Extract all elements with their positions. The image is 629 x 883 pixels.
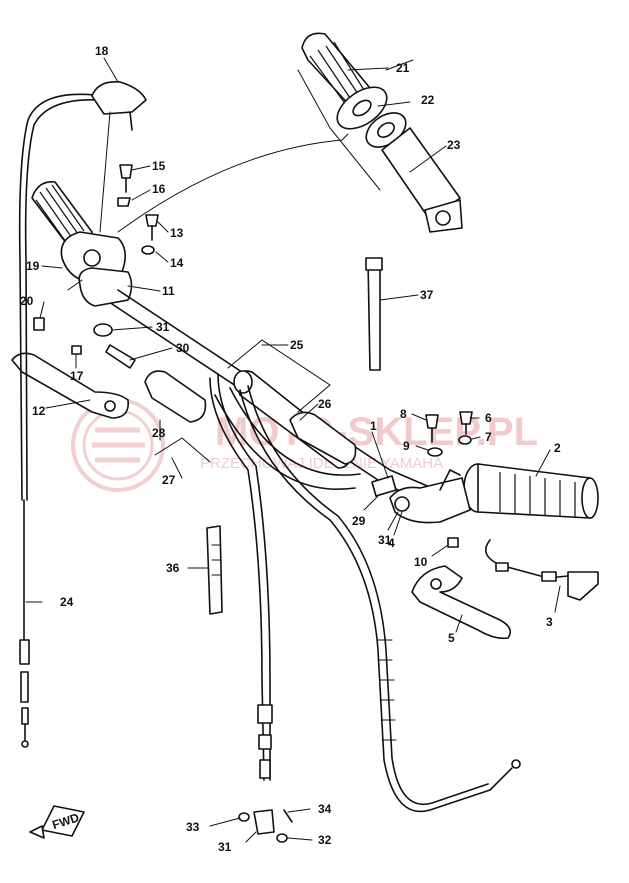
callout-11: 11 xyxy=(162,284,175,298)
callout-22: 22 xyxy=(421,93,435,107)
callout-14: 14 xyxy=(170,256,184,270)
callout-5: 5 xyxy=(448,631,455,645)
callouts: 18 21 22 23 15 16 13 14 19 11 20 31 30 1… xyxy=(20,44,561,854)
throttle-grip xyxy=(463,463,599,519)
clutch-lever xyxy=(11,352,129,419)
exploded-leader-line xyxy=(117,133,349,233)
exploded-throttle-tube xyxy=(381,127,463,233)
callout-25: 25 xyxy=(290,338,304,352)
left-grip xyxy=(31,181,93,249)
handlebar-pad xyxy=(144,370,357,469)
callout-32: 31 xyxy=(218,840,232,854)
cable-adjuster-29 xyxy=(371,475,397,497)
callout-18: 18 xyxy=(95,44,109,58)
callout-35: 34 xyxy=(318,802,332,816)
watermark-tagline: PRZECHOWAJ IDEALNIE YAMAHA xyxy=(200,455,443,472)
callout-36: 36 xyxy=(166,561,180,575)
clutch-cable xyxy=(18,93,99,748)
callout-26: 26 xyxy=(318,397,332,411)
callout-31-right: 31 xyxy=(378,533,392,547)
right-small-parts xyxy=(425,411,473,548)
exploded-throttle-grip xyxy=(301,32,371,109)
callout-3: 3 xyxy=(546,615,553,629)
leader-lines xyxy=(25,57,561,843)
callout-2: 2 xyxy=(554,441,561,455)
callout-7: 7 xyxy=(485,430,492,444)
front-brake-lever xyxy=(411,565,511,640)
callout-33: 32 xyxy=(318,833,332,847)
callout-12: 12 xyxy=(32,404,46,418)
callout-24: 24 xyxy=(60,595,74,609)
brake-lever-holder xyxy=(389,469,471,524)
throttle-housing-18 xyxy=(91,80,147,233)
callout-6: 6 xyxy=(485,411,492,425)
callout-15: 15 xyxy=(152,159,166,173)
callout-30: 30 xyxy=(176,341,190,355)
callout-28: 28 xyxy=(152,426,166,440)
callout-10: 10 xyxy=(414,555,428,569)
cable-junction-32 xyxy=(238,809,293,843)
pad-bracket-box-25 xyxy=(154,339,331,463)
callout-19: 19 xyxy=(26,259,40,273)
wire-strap-37 xyxy=(365,257,383,371)
left-small-parts xyxy=(33,164,159,369)
callout-21: 21 xyxy=(396,61,410,75)
throttle-cable xyxy=(209,373,273,781)
callout-23: 23 xyxy=(447,138,461,152)
callout-13: 13 xyxy=(170,226,184,240)
callout-16: 16 xyxy=(152,182,166,196)
callout-20: 20 xyxy=(20,294,34,308)
callout-8: 8 xyxy=(400,407,407,421)
callout-17: 17 xyxy=(70,369,84,383)
fwd-arrow-icon: FWD xyxy=(29,805,85,839)
callout-31-left: 31 xyxy=(156,320,170,334)
callout-29: 29 xyxy=(352,514,366,528)
callout-4: 4 xyxy=(388,536,395,550)
brake-switch xyxy=(484,539,599,601)
callout-37: 37 xyxy=(420,288,434,302)
callout-1: 1 xyxy=(370,419,377,433)
clutch-lever-holder xyxy=(67,267,133,307)
callout-9: 9 xyxy=(403,439,410,453)
exploded-grip-washer xyxy=(336,86,388,130)
callout-34: 33 xyxy=(186,820,200,834)
brake-cable xyxy=(239,385,521,813)
callout-27: 27 xyxy=(162,473,176,487)
exploded-bracket-line xyxy=(297,69,381,191)
wire-strap-36 xyxy=(206,525,223,615)
